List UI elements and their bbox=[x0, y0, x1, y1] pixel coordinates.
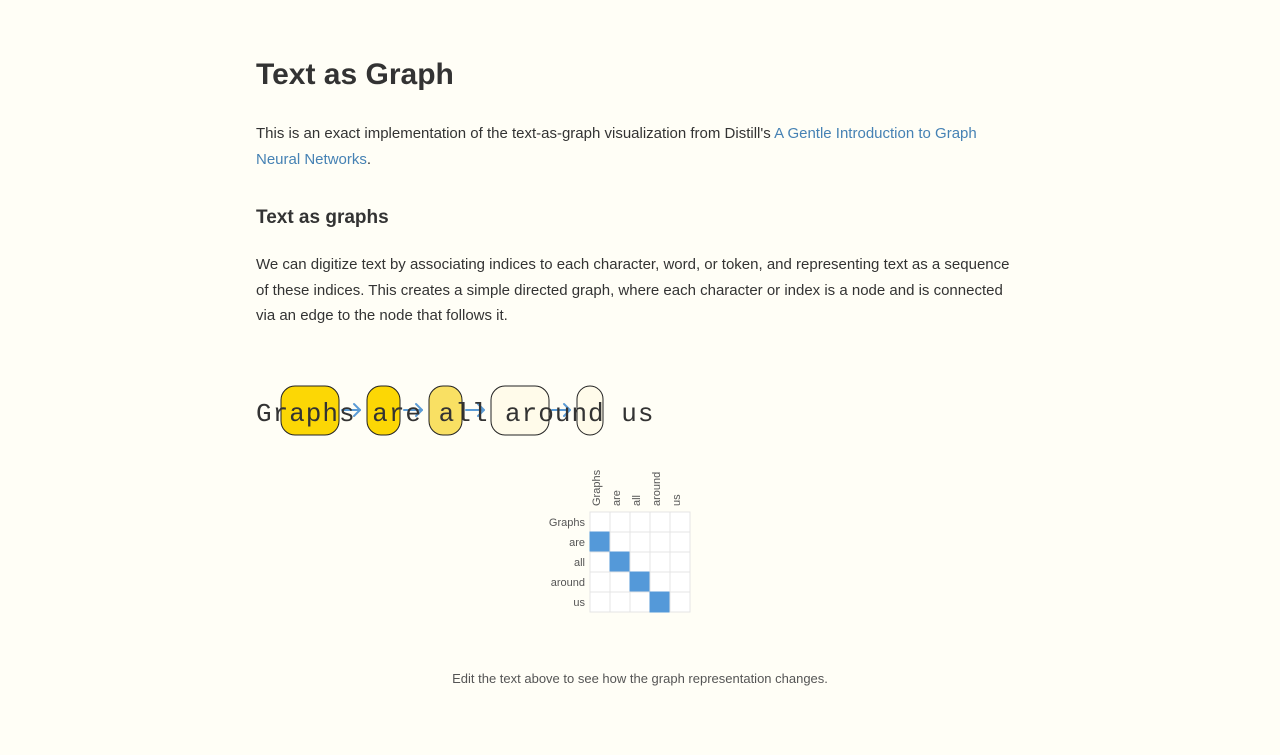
row-label: all bbox=[574, 557, 585, 569]
word-nodes bbox=[280, 385, 604, 436]
adjacency-matrix: Graphs are all around us Graphs are all … bbox=[549, 469, 691, 613]
edge-arrow bbox=[551, 403, 571, 417]
page-title: Text as Graph bbox=[256, 58, 454, 91]
matrix-cells bbox=[589, 511, 691, 613]
matrix-cell bbox=[669, 571, 691, 593]
matrix-cell bbox=[649, 511, 671, 533]
matrix-cell bbox=[609, 511, 631, 533]
caption: Edit the text above to see how the graph… bbox=[452, 671, 828, 686]
matrix-cell bbox=[609, 571, 631, 593]
matrix-cell bbox=[669, 551, 691, 573]
matrix-cell-filled bbox=[609, 551, 631, 573]
matrix-cell-filled bbox=[649, 591, 671, 613]
matrix-cell bbox=[669, 511, 691, 533]
matrix-cell-filled bbox=[589, 531, 611, 553]
column-label: us bbox=[671, 494, 683, 506]
column-label: are bbox=[611, 490, 623, 506]
matrix-cell bbox=[609, 531, 631, 553]
intro-paragraph: This is an exact implementation of the t… bbox=[256, 121, 1016, 172]
edge-arrow bbox=[465, 403, 485, 417]
row-label: us bbox=[573, 597, 585, 609]
editable-text-input[interactable]: Graphs are all around us bbox=[256, 399, 654, 429]
matrix-cell bbox=[649, 531, 671, 553]
word-node-us bbox=[576, 385, 604, 436]
matrix-cell bbox=[649, 551, 671, 573]
word-edges bbox=[341, 403, 571, 417]
word-node-are bbox=[366, 385, 401, 436]
intro-end: . bbox=[366, 150, 372, 168]
matrix-cell bbox=[629, 511, 651, 533]
word-node-around bbox=[490, 385, 550, 436]
edge-arrow bbox=[341, 403, 361, 417]
text-graph-visualization[interactable]: Graphs are all around us bbox=[256, 378, 656, 444]
row-label: around bbox=[551, 577, 585, 589]
matrix-cell bbox=[589, 551, 611, 573]
word-node-all bbox=[428, 385, 463, 436]
row-labels: Graphs are all around us bbox=[549, 517, 586, 609]
section-description: We can digitize text by associating indi… bbox=[256, 256, 1010, 324]
column-label: all bbox=[631, 495, 643, 506]
matrix-cell bbox=[589, 591, 611, 613]
section-heading: Text as graphs bbox=[256, 207, 389, 228]
column-labels: Graphs are all around us bbox=[591, 469, 683, 506]
matrix-cell-filled bbox=[629, 571, 651, 593]
matrix-cell bbox=[649, 571, 671, 593]
matrix-cell bbox=[669, 591, 691, 613]
column-label: Graphs bbox=[591, 469, 603, 506]
column-label: around bbox=[651, 472, 663, 506]
matrix-cell bbox=[589, 571, 611, 593]
matrix-cell bbox=[629, 551, 651, 573]
matrix-cell bbox=[669, 531, 691, 553]
matrix-cell bbox=[629, 531, 651, 553]
edge-arrow bbox=[403, 403, 423, 417]
matrix-cell bbox=[609, 591, 631, 613]
matrix-cell bbox=[629, 591, 651, 613]
word-node-graphs bbox=[280, 385, 340, 436]
distill-article-link[interactable]: A Gentle Introduction to Graph Neural Ne… bbox=[256, 125, 977, 168]
intro-text: This is an exact implementation of the t… bbox=[256, 125, 775, 142]
row-label: Graphs bbox=[549, 517, 586, 529]
matrix-cell bbox=[589, 511, 611, 533]
row-label: are bbox=[569, 537, 585, 549]
